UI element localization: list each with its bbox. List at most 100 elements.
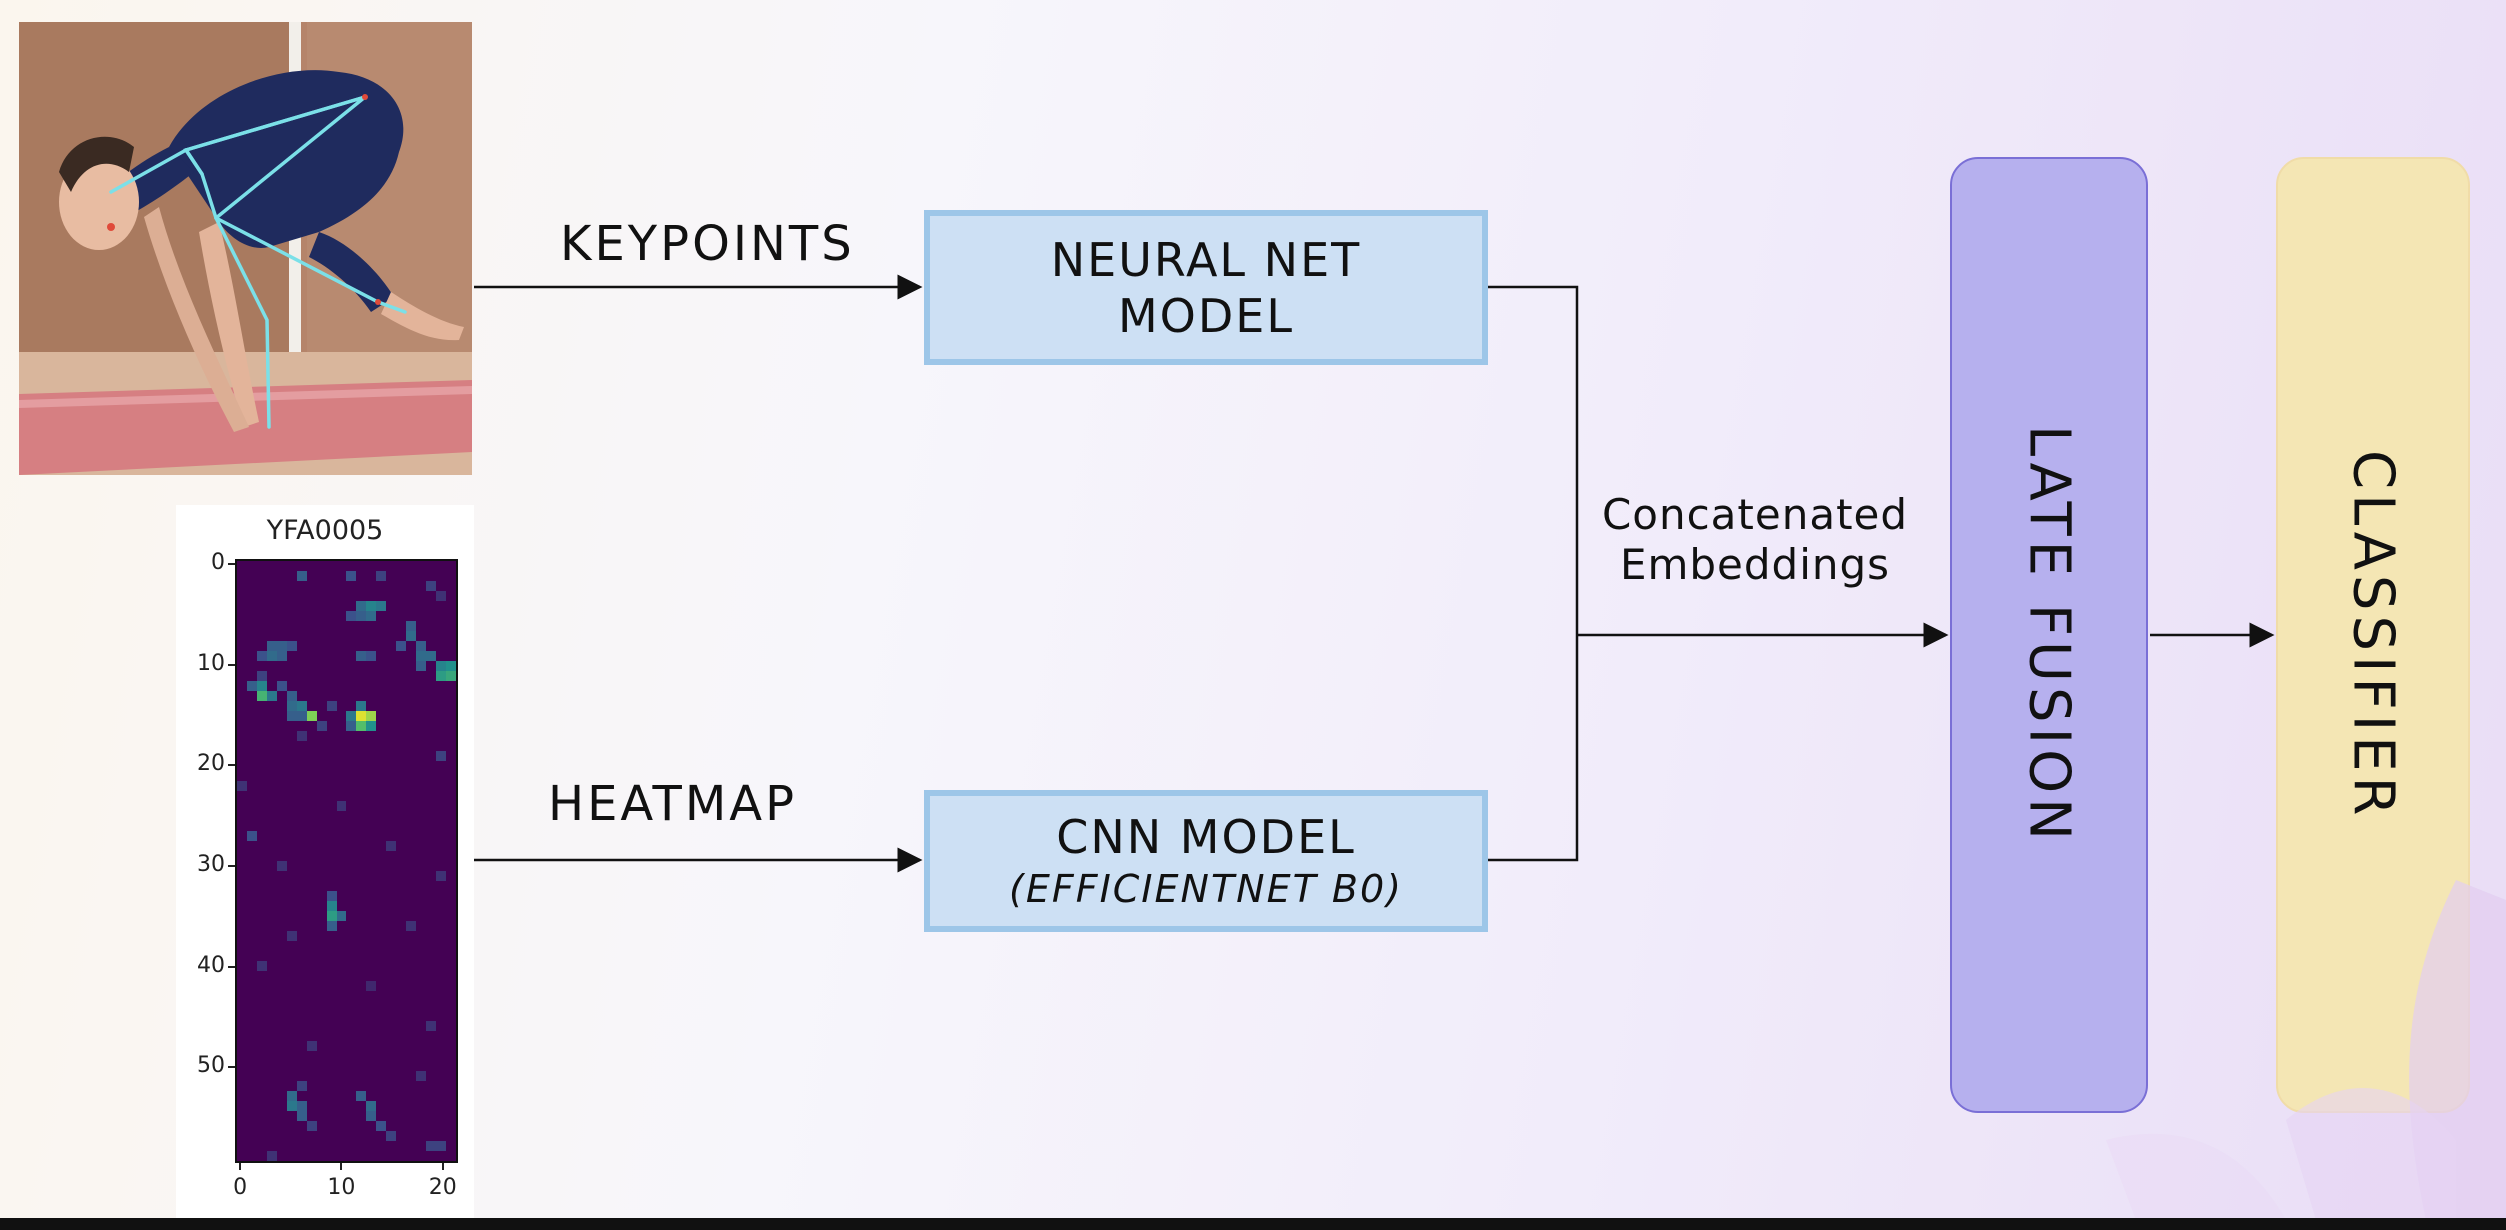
heatmap-cell [436, 671, 447, 681]
heatmap-cell [346, 711, 357, 721]
heatmap-grid [235, 559, 458, 1163]
heatmap-cell [366, 1111, 377, 1121]
heatmap-title: YFA0005 [266, 515, 384, 546]
pose-photo-illustration [19, 22, 472, 475]
heatmap-cell [286, 701, 297, 711]
heatmap-cell [286, 691, 297, 701]
heatmap-cell [237, 781, 247, 791]
heatmap-y-tick-label: 30 [197, 852, 225, 878]
heatmap-cell [366, 601, 377, 611]
heatmap-cell [446, 661, 456, 671]
heatmap-label: HEATMAP [548, 776, 798, 832]
heatmap-cell [336, 911, 347, 921]
cnn-model-box: CNN MODEL (EFFICIENTNET B0) [924, 790, 1488, 932]
heatmap-cell [366, 651, 377, 661]
heatmap-cell [356, 1091, 367, 1101]
heatmap-cell [426, 1141, 437, 1151]
heatmap-y-tick-mark [228, 764, 235, 767]
heatmap-cell [266, 651, 277, 661]
heatmap-cell [276, 861, 287, 871]
heatmap-cell [286, 711, 297, 721]
heatmap-cell [266, 641, 277, 651]
merge-line-top [1488, 285, 1579, 635]
heatmap-x-tick-label: 10 [327, 1175, 356, 1200]
heatmap-cell [386, 1131, 397, 1141]
heatmap-cell [436, 661, 447, 671]
heatmap-cell [366, 611, 377, 621]
concatenated-embeddings-label: Concatenated Embeddings [1595, 490, 1915, 590]
heatmap-cell [436, 591, 447, 601]
pose-photo [19, 22, 472, 475]
heatmap-cell [356, 701, 367, 711]
heatmap-cell [406, 921, 417, 931]
keypoints-label: KEYPOINTS [560, 216, 855, 272]
heatmap-cell [366, 711, 377, 721]
heatmap-cell [306, 1041, 317, 1051]
heatmap-cell [346, 611, 357, 621]
heatmap-cell [256, 961, 267, 971]
heatmap-cell [326, 921, 337, 931]
late-fusion-block: LATE FUSION [1950, 157, 2148, 1113]
heatmap-cell [436, 871, 447, 881]
heatmap-cell [286, 931, 297, 941]
heatmap-cell [356, 611, 367, 621]
heatmap-cell [286, 641, 297, 651]
heatmap-cell [436, 1141, 447, 1151]
heatmap-y-tick-label: 40 [197, 952, 225, 978]
cnn-model-line2: (EFFICIENTNET B0) [1009, 867, 1403, 911]
cnn-model-line1: CNN MODEL [1056, 810, 1356, 864]
heatmap-cell [346, 571, 357, 581]
concatenated-embeddings-line2: Embeddings [1619, 540, 1891, 589]
heatmap-cell [436, 751, 447, 761]
heatmap-cell [296, 731, 307, 741]
heatmap-cell [266, 691, 277, 701]
heatmap-cell [296, 1101, 307, 1111]
heatmap-cell [296, 711, 307, 721]
late-fusion-label: LATE FUSION [2016, 424, 2082, 846]
heatmap-cell [356, 721, 367, 731]
neural-net-model-line2: MODEL [1117, 288, 1294, 343]
merge-line-bottom [1488, 635, 1579, 862]
heatmap-y-tick-label: 20 [197, 751, 225, 777]
heatmap-cell [296, 571, 307, 581]
heatmap-y-tick-mark [228, 965, 235, 968]
heatmap-x-tick-mark [441, 1163, 444, 1170]
heatmap-cell [246, 831, 257, 841]
heatmap-cell [426, 581, 437, 591]
heatmap-cell [376, 601, 387, 611]
heatmap-cell [286, 1091, 297, 1101]
heatmap-cell [446, 671, 456, 681]
heatmap-cell [356, 601, 367, 611]
concatenated-embeddings-line1: Concatenated [1601, 490, 1909, 539]
heatmap-y-tick-label: 10 [197, 650, 225, 676]
heatmap-x-tick-label: 20 [428, 1175, 457, 1200]
heatmap-cell [406, 621, 417, 631]
bottom-bar [0, 1218, 2506, 1230]
heatmap-cell [316, 721, 327, 731]
heatmap-cell [366, 1101, 377, 1111]
heatmap-cell [416, 1071, 427, 1081]
heatmap-cell [326, 911, 337, 921]
heatmap-cell [276, 651, 287, 661]
heatmap-cell [326, 891, 337, 901]
heatmap-cell [386, 841, 397, 851]
heatmap-x-tick-label: 0 [233, 1175, 248, 1200]
heatmap-x-tick-mark [239, 1163, 242, 1170]
heatmap-cell [336, 801, 347, 811]
heatmap-cell [286, 1101, 297, 1111]
heatmap-cell [256, 671, 267, 681]
heatmap-y-tick-mark [228, 563, 235, 566]
heatmap-x-tick-mark [340, 1163, 343, 1170]
heatmap-cell [306, 711, 317, 721]
heatmap-cell [266, 1151, 277, 1161]
heatmap-cell [416, 641, 427, 651]
classifier-label: CLASSIFIER [2340, 449, 2406, 821]
heatmap-cell [416, 651, 427, 661]
heatmap-cell [256, 691, 267, 701]
heatmap-cell [306, 1121, 317, 1131]
heatmap-cell [326, 701, 337, 711]
heatmap-cell [416, 661, 427, 671]
